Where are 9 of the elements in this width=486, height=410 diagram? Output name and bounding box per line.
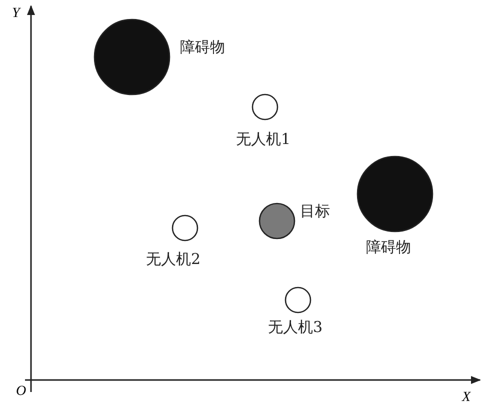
- obstacle-label: 障碍物: [180, 38, 225, 56]
- target-label: 目标: [300, 202, 330, 220]
- axis-label: Y: [12, 6, 20, 22]
- drone-label: 无人机1: [236, 130, 291, 148]
- axis-label: X: [462, 390, 471, 406]
- axis-label: O: [16, 384, 26, 400]
- drone-label: 无人机2: [146, 250, 201, 268]
- obstacle-label: 障碍物: [366, 238, 411, 256]
- drone-label: 无人机3: [268, 318, 323, 336]
